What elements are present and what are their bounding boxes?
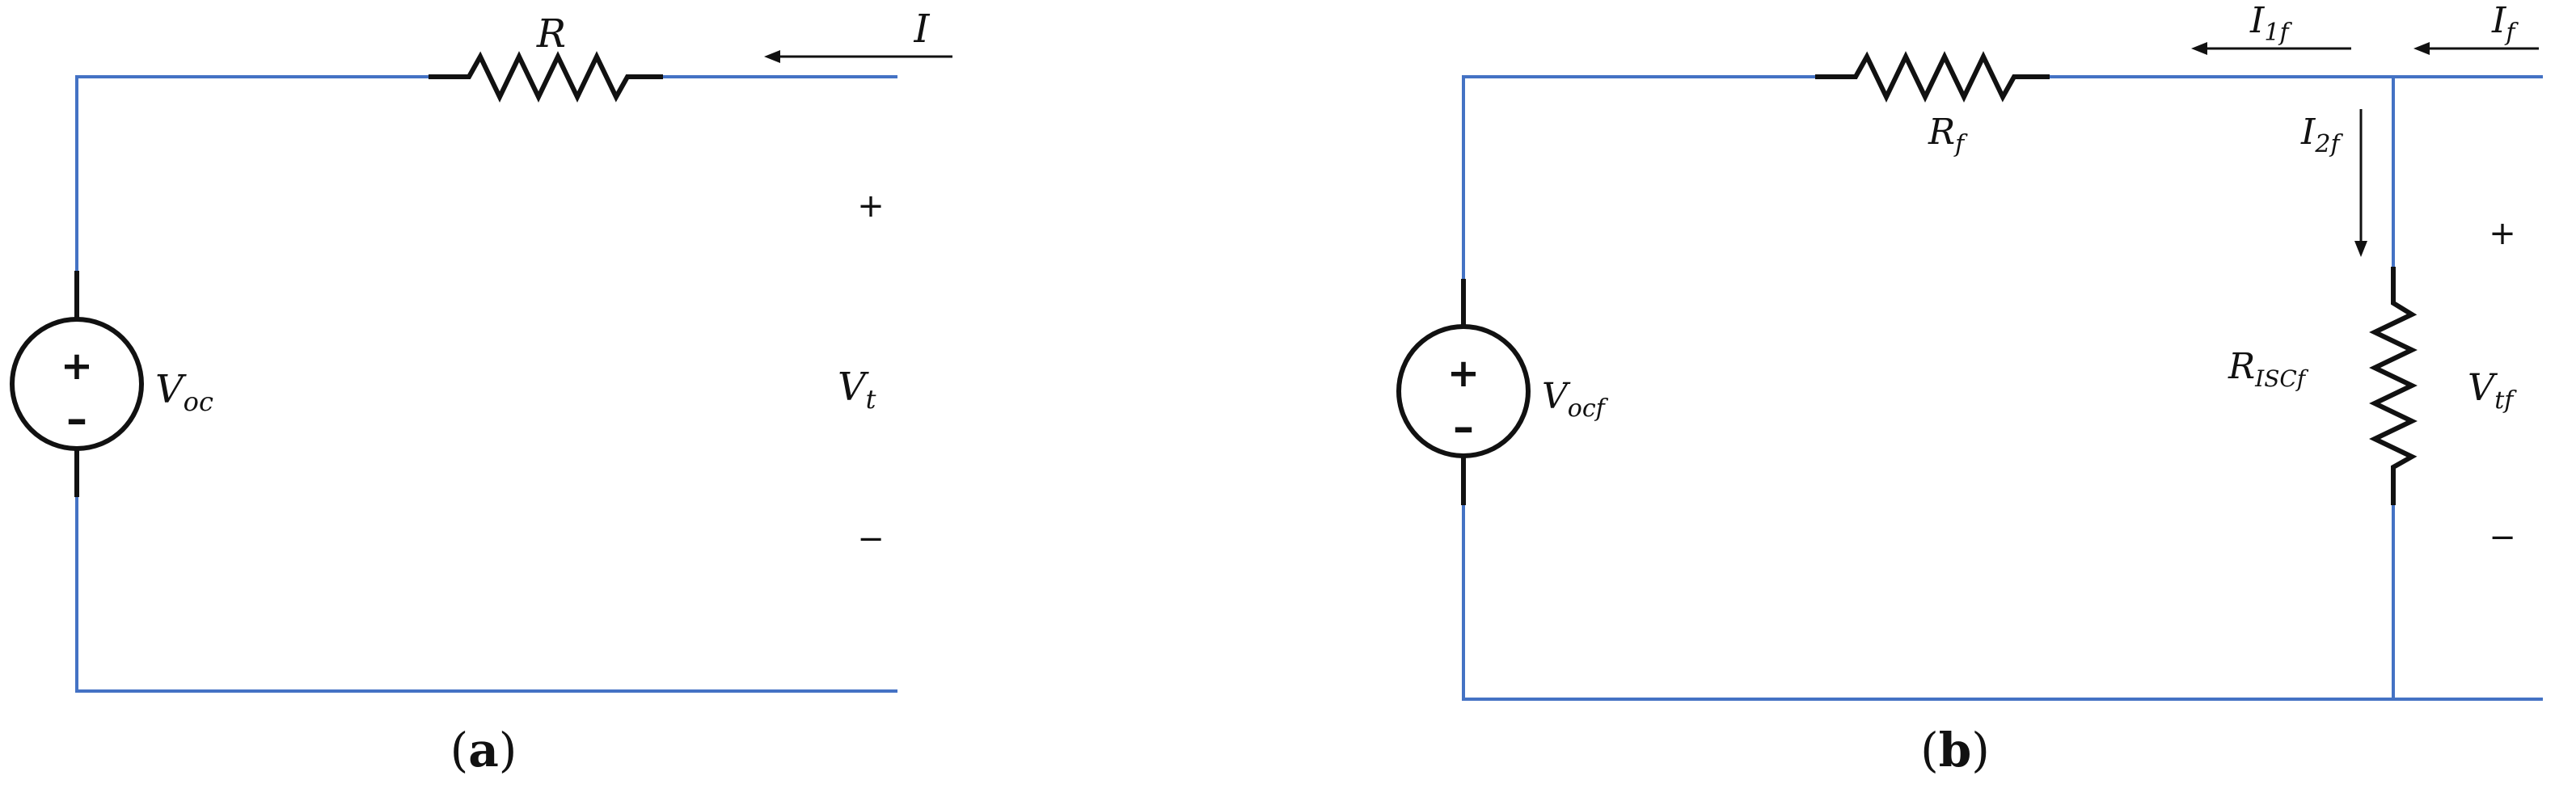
panel-b-current-total-label: If (2491, 0, 2519, 47)
panel-b-voltage-source: + – (1396, 279, 1531, 505)
panel-b-wire-top-left (1462, 75, 1815, 279)
panel-a-current-arrowhead (764, 50, 780, 63)
panel-b-terminal-voltage: Vtf (2468, 365, 2517, 415)
panel-b-wire-bottom (1462, 505, 2543, 701)
panel-a-caption: (a) (450, 723, 517, 778)
panel-b-shunt-resistor-label: RISCf (2228, 346, 2309, 392)
panel-b-caption: (b) (1920, 723, 1990, 778)
panel-b-current-1-arrowhead (2191, 42, 2207, 55)
panel-b-minus: − (2489, 519, 2516, 556)
panel-b-source-plus: + (1447, 351, 1480, 396)
panel-a-terminal-voltage: Vt (838, 365, 876, 415)
panel-a-source-plus: + (61, 344, 93, 389)
panel-b-source-label: Vocf (1542, 376, 1609, 423)
panel-a: + – R I Voc + Vt − (a) (10, 6, 952, 778)
panel-b-shunt-resistor (2369, 267, 2418, 505)
panel-a-source-label: Voc (155, 367, 213, 417)
panel-a-plus: + (857, 188, 885, 225)
panel-b-current-2-arrowhead (2354, 241, 2367, 257)
panel-b-plus: + (2489, 215, 2516, 252)
panel-a-minus: − (857, 521, 885, 558)
panel-b-source-minus: – (1453, 403, 1474, 452)
panel-a-resistor-label: R (536, 11, 566, 57)
panel-a-resistor (429, 51, 663, 103)
panel-a-source-minus: – (66, 395, 87, 444)
panel-a-wire-bottom (75, 497, 897, 693)
panel-a-wire-top-left (75, 75, 429, 271)
panel-a-voltage-source: + – (10, 271, 144, 497)
panel-b-series-resistor-label: Rf (1928, 112, 1968, 158)
panel-b-series-resistor (1815, 51, 2050, 103)
panel-a-current-label: I (914, 6, 931, 52)
panel-b-current-2-label: I2f (2300, 112, 2343, 158)
panel-b-current-total-arrowhead (2413, 42, 2430, 55)
panel-b: + – Rf I1f If I2f RISCf Vocf + (1396, 0, 2543, 778)
panel-b-current-1-label: I1f (2249, 0, 2292, 47)
